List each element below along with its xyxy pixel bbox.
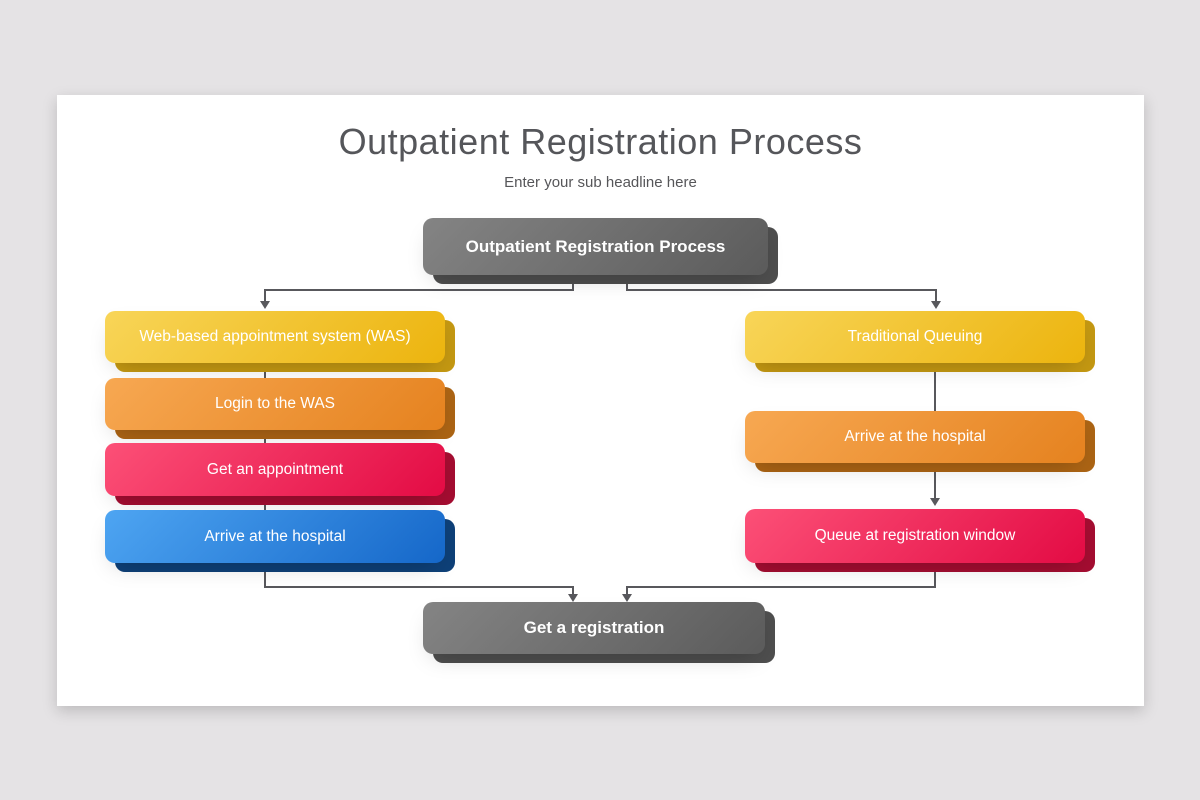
node-arrive-at-hospital-left: Arrive at the hospital xyxy=(105,510,455,572)
connector-bottom-left-horizontal xyxy=(264,586,574,588)
node-label: Get a registration xyxy=(523,618,665,637)
node-label: Login to the WAS xyxy=(214,395,336,412)
node-queue-at-registration-window: Queue at registration window xyxy=(745,509,1095,572)
node-end: Get a registration xyxy=(423,602,775,663)
node-label: Outpatient Registration Process xyxy=(465,236,726,256)
node-label: Traditional Queuing xyxy=(847,328,983,345)
slide-canvas: Outpatient Registration Process Enter yo… xyxy=(57,95,1144,706)
node-face: Get a registration xyxy=(423,602,765,654)
connector-end-right-stub xyxy=(626,586,628,595)
arrowhead-right-2-3 xyxy=(930,498,940,506)
arrowhead-right-branch xyxy=(931,301,941,309)
connector-end-left-stub xyxy=(572,586,574,595)
arrowhead-left-branch xyxy=(260,301,270,309)
connector-left-horizontal xyxy=(264,289,574,291)
connector-right-bottom-stem xyxy=(934,561,936,588)
node-face: Login to the WAS xyxy=(105,378,445,430)
connector-left-bottom-stem xyxy=(264,561,266,588)
node-web-based-appointment-system: Web-based appointment system (WAS) xyxy=(105,311,455,372)
connector-bottom-right-horizontal xyxy=(626,586,936,588)
connector-right-1-2 xyxy=(934,361,936,411)
node-login-to-was: Login to the WAS xyxy=(105,378,455,439)
node-label: Arrive at the hospital xyxy=(844,428,986,445)
arrowhead-end-right xyxy=(622,594,632,602)
node-arrive-at-hospital-right: Arrive at the hospital xyxy=(745,411,1095,472)
connector-right-branch-stem xyxy=(935,289,937,302)
node-face: Get an appointment xyxy=(105,443,445,496)
connector-right-horizontal xyxy=(626,289,937,291)
page-title: Outpatient Registration Process xyxy=(338,121,863,162)
node-label: Arrive at the hospital xyxy=(204,527,346,545)
node-traditional-queuing: Traditional Queuing xyxy=(745,311,1095,372)
node-face: Queue at registration window xyxy=(745,509,1085,563)
node-face: Outpatient Registration Process xyxy=(423,218,768,275)
node-label: Queue at registration window xyxy=(814,527,1016,544)
node-start: Outpatient Registration Process xyxy=(423,218,778,284)
connector-left-branch-stem xyxy=(264,289,266,302)
node-face: Web-based appointment system (WAS) xyxy=(105,311,445,363)
page-subtitle: Enter your sub headline here xyxy=(504,174,697,191)
node-label: Web-based appointment system (WAS) xyxy=(139,328,411,345)
node-face: Arrive at the hospital xyxy=(745,411,1085,463)
connector-right-2-3 xyxy=(934,461,936,499)
node-label: Get an appointment xyxy=(206,460,344,478)
arrowhead-end-left xyxy=(568,594,578,602)
node-face: Traditional Queuing xyxy=(745,311,1085,363)
node-get-an-appointment: Get an appointment xyxy=(105,443,455,505)
node-face: Arrive at the hospital xyxy=(105,510,445,563)
